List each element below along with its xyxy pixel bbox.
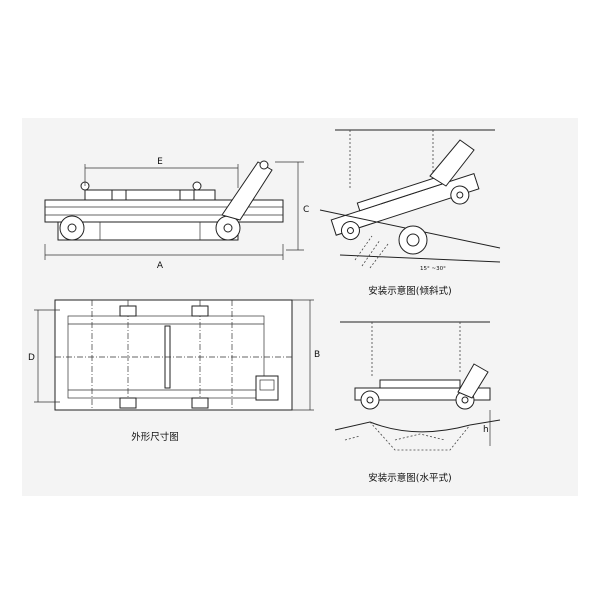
caption-horizontal-install: 安装示意图(水平式): [368, 472, 451, 484]
dim-label-c: C: [303, 205, 309, 215]
caption-dimension-drawing: 外形尺寸图: [131, 431, 179, 443]
front-lift-lug-right: [192, 181, 202, 191]
dim-label-d: D: [28, 353, 35, 363]
dim-label-e: E: [157, 157, 163, 167]
horizontal-install: h 安装示意图(水平式): [334, 321, 501, 484]
inclined-material-flow: [354, 235, 389, 269]
dim-label-a: A: [157, 261, 164, 271]
inclined-conveyor-bottom: [339, 254, 501, 263]
dim-label-h: h: [483, 425, 489, 435]
top-motor: [255, 375, 279, 401]
front-view: A E C: [44, 157, 309, 271]
caption-inclined-install: 安装示意图(倾斜式): [368, 285, 451, 297]
front-drive-arm: [221, 161, 273, 221]
top-view: D B 外形尺寸图: [28, 299, 320, 443]
inclined-drive-arm: [429, 139, 475, 187]
horizontal-material: [344, 433, 446, 441]
inclined-install: 15° ~30° 安装示意图(倾斜式): [319, 129, 501, 297]
front-belt-body: [57, 221, 239, 241]
horizontal-drive-arm: [457, 363, 489, 399]
front-top-plate: [84, 189, 216, 201]
dim-label-b: B: [314, 350, 320, 360]
top-outer-frame: [54, 299, 293, 411]
inclined-angle-label: 15° ~30°: [420, 266, 446, 272]
horizontal-conveyor: [334, 419, 501, 433]
